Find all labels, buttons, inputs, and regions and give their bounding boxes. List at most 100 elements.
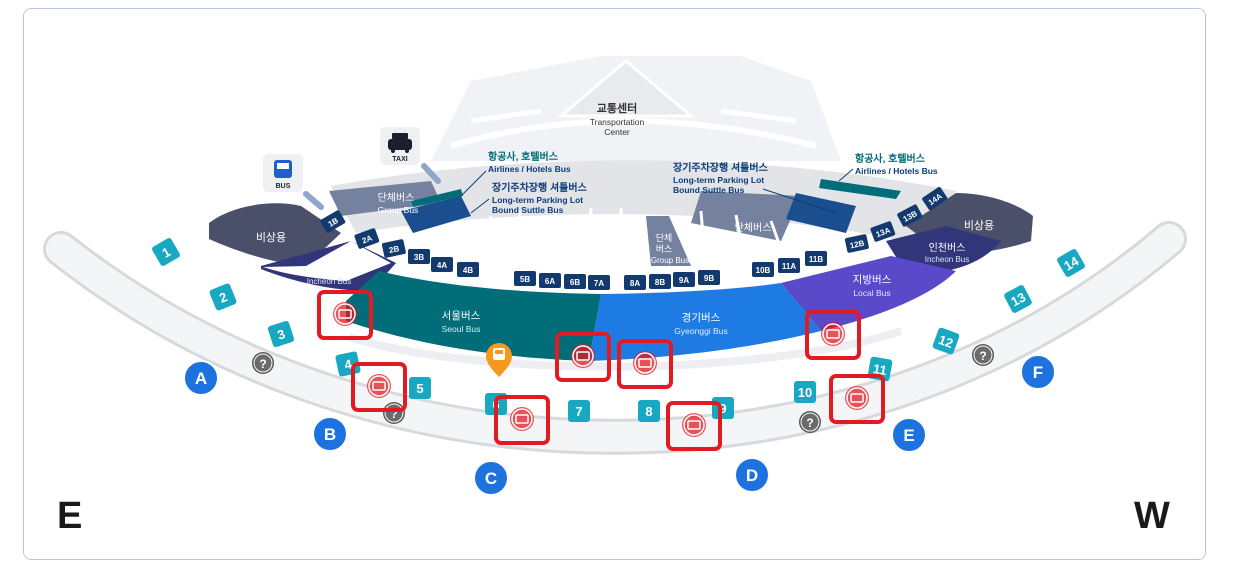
svg-text:E: E — [903, 426, 914, 445]
stop-tag-11a[interactable]: 11A — [778, 258, 800, 273]
svg-text:A: A — [195, 369, 207, 388]
svg-text:5: 5 — [416, 381, 423, 396]
gate-9[interactable]: 9 — [712, 397, 734, 419]
emergency-right-label: 비상용 — [964, 219, 994, 232]
svg-text:7: 7 — [575, 404, 582, 419]
stop-tag-7a[interactable]: 7A — [588, 275, 610, 290]
upper-labels: 항공사, 호텔버스 Airlines / Hotels Bus 장기주차장행 셔… — [460, 150, 938, 215]
svg-text:?: ? — [979, 349, 986, 363]
group-right-label-en: Group Bus — [735, 236, 776, 246]
ticket-kiosk-icon[interactable] — [805, 310, 861, 360]
gate-3[interactable]: 3 — [267, 320, 295, 348]
ticket-kiosk-icon[interactable] — [494, 395, 550, 445]
right-airline-en: Airlines / Hotels Bus — [855, 166, 938, 176]
stop-tag-12b[interactable]: 12B — [844, 234, 870, 253]
zone-seoul-bus — [346, 271, 601, 361]
ticket-kiosk-icon[interactable] — [829, 374, 885, 424]
gate-14[interactable]: 14 — [1056, 248, 1086, 278]
left-parking-en2: Bound Suttle Bus — [492, 205, 564, 215]
group-left-label-en: Group Bus — [378, 205, 419, 215]
seoul-label-en: Seoul Bus — [442, 324, 481, 334]
stop-tag-14a[interactable]: 14A — [921, 186, 948, 211]
gate-5[interactable]: 5 — [409, 377, 431, 399]
stop-tag-10b[interactable]: 10B — [752, 262, 774, 277]
ticket-kiosk-icon[interactable] — [555, 332, 611, 382]
ticket-kiosk-icon[interactable] — [317, 290, 373, 340]
local-label-ko: 지방버스 — [853, 274, 892, 286]
svg-text:2B: 2B — [388, 244, 400, 255]
bus-stop-marker-icon[interactable] — [486, 343, 512, 377]
group-mid-label-ko1: 단체 — [656, 233, 673, 243]
svg-text:8B: 8B — [655, 278, 665, 287]
svg-text:?: ? — [390, 407, 397, 421]
right-airline-ko: 항공사, 호텔버스 — [855, 152, 925, 165]
gate-8[interactable]: 8 — [638, 400, 660, 422]
help-icon[interactable]: ? — [252, 352, 274, 374]
svg-text:2A: 2A — [361, 233, 374, 245]
stop-tag-2b[interactable]: 2B — [381, 239, 407, 258]
svg-text:4A: 4A — [437, 261, 447, 270]
svg-text:12B: 12B — [849, 239, 865, 251]
svg-text:11: 11 — [872, 361, 888, 378]
svg-text:D: D — [746, 466, 758, 485]
help-icon[interactable]: ? — [383, 402, 405, 424]
stop-tag-2a[interactable]: 2A — [354, 228, 380, 250]
svg-text:11B: 11B — [809, 255, 823, 264]
help-icon[interactable]: ? — [972, 344, 994, 366]
help-icon[interactable]: ? — [799, 411, 821, 433]
group-mid-label-ko2: 버스 — [656, 244, 673, 254]
ticket-kiosk-icon[interactable] — [617, 339, 673, 389]
stop-tag-9a[interactable]: 9A — [673, 272, 695, 287]
exit-a[interactable]: A — [183, 360, 219, 396]
stop-tag-13a[interactable]: 13A — [870, 221, 896, 243]
incheon-right-label-ko: 인천버스 — [929, 242, 966, 254]
right-parking-en1: Long-term Parking Lot — [673, 175, 764, 185]
terminal-bus-map: 교통센터 Transportation Center 비상용 비상용 인천버스 … — [43, 56, 1187, 496]
stop-tag-3b[interactable]: 3B — [408, 249, 430, 264]
left-parking-en1: Long-term Parking Lot — [492, 195, 583, 205]
group-left-label-ko: 단체버스 — [378, 192, 415, 204]
stop-tag-1b[interactable]: 1B — [319, 210, 346, 234]
transportation-center: 교통센터 Transportation Center — [431, 56, 841, 161]
svg-text:11A: 11A — [782, 262, 796, 271]
stop-tag-8b[interactable]: 8B — [649, 274, 671, 289]
ticket-kiosk-icon[interactable] — [666, 401, 722, 451]
stop-tag-9b[interactable]: 9B — [698, 270, 720, 285]
map-frame: 교통센터 Transportation Center 비상용 비상용 인천버스 … — [23, 8, 1206, 560]
stop-tag-6b[interactable]: 6B — [564, 274, 586, 289]
svg-text:4: 4 — [343, 356, 354, 372]
svg-text:10: 10 — [798, 385, 812, 400]
stop-tag-11b[interactable]: 11B — [805, 251, 827, 266]
ticket-kiosk-icon[interactable] — [351, 362, 407, 412]
exit-d[interactable]: D — [734, 457, 770, 493]
gate-1[interactable]: 1 — [151, 237, 181, 267]
stop-tag-6a[interactable]: 6A — [539, 273, 561, 288]
seoul-label-ko: 서울버스 — [442, 310, 481, 322]
svg-text:9: 9 — [719, 401, 726, 416]
exit-b[interactable]: B — [312, 416, 348, 452]
gate-10[interactable]: 10 — [794, 381, 816, 403]
group-right-label-ko: 단체버스 — [735, 222, 772, 234]
exit-c[interactable]: C — [473, 460, 509, 496]
stop-tag-13b[interactable]: 13B — [897, 204, 923, 228]
bus-label: BUS — [276, 183, 291, 190]
stop-tag-5b[interactable]: 5B — [514, 271, 536, 286]
stop-tag-4a[interactable]: 4A — [431, 257, 453, 272]
gate-13[interactable]: 13 — [1003, 284, 1033, 314]
gate-12[interactable]: 12 — [932, 327, 960, 355]
stop-tag-4b[interactable]: 4B — [457, 262, 479, 277]
exit-e[interactable]: E — [891, 417, 927, 453]
svg-text:12: 12 — [936, 332, 955, 351]
incheon-left-label-ko: 인천버스 — [311, 262, 348, 274]
svg-text:8A: 8A — [630, 279, 640, 288]
gate-7[interactable]: 7 — [568, 400, 590, 422]
sidewalk-outer-inner — [46, 224, 1184, 452]
svg-text:4B: 4B — [463, 266, 473, 275]
svg-text:7A: 7A — [594, 279, 604, 288]
gate-2[interactable]: 2 — [209, 283, 238, 312]
svg-text:10B: 10B — [756, 266, 771, 275]
exit-f[interactable]: F — [1020, 354, 1056, 390]
direction-east-label: E — [57, 495, 83, 537]
stop-tag-8a[interactable]: 8A — [624, 275, 646, 290]
